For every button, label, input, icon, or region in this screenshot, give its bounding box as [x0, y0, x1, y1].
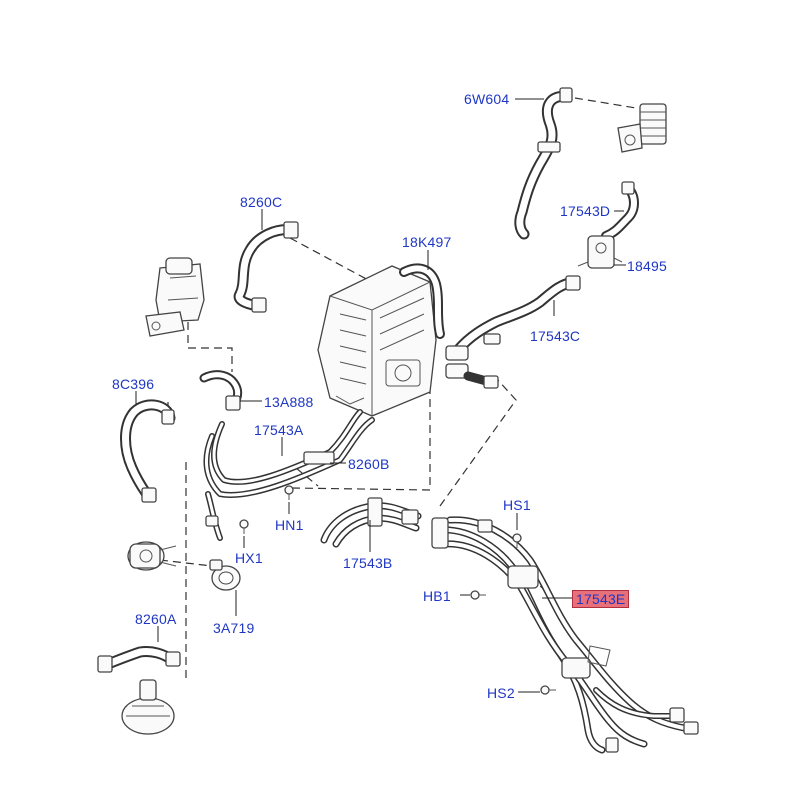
hose-13a888	[199, 370, 243, 411]
hose-17543d	[601, 181, 639, 241]
part-label-17543a: 17543A	[254, 422, 304, 438]
part-label-hb1: HB1	[423, 588, 451, 604]
valve-18495-icon	[577, 235, 623, 269]
part-label-8260a: 8260A	[135, 611, 177, 627]
part-label-hn1: HN1	[275, 517, 304, 533]
hvac-connector-icon	[445, 345, 499, 389]
part-label-8260b: 8260B	[348, 456, 390, 472]
part-label-8c396: 8C396	[112, 376, 155, 392]
part-label-hs2: HS2	[487, 685, 515, 701]
part-label-hs1: HS1	[503, 497, 531, 513]
leader-lines	[135, 98, 626, 693]
hose-8260a	[97, 646, 181, 673]
pipe-bundle-17543b	[320, 497, 422, 548]
hose-17543c	[452, 275, 581, 356]
fastener-hs1-icon	[512, 533, 522, 548]
part-label-18495: 18495	[627, 258, 667, 274]
part-label-13a888: 13A888	[264, 394, 314, 410]
part-label-17543c: 17543C	[530, 328, 581, 344]
hose-8260c	[233, 221, 299, 313]
oil-cooler-icon	[617, 103, 667, 153]
part-label-6w604: 6W604	[464, 91, 510, 107]
part-label-hx1: HX1	[235, 550, 263, 566]
coolant-reservoir-icon	[145, 257, 205, 337]
clamp-3a719-icon	[209, 559, 241, 591]
hose-8c396	[120, 399, 176, 503]
pipe-bundle-17543a	[203, 409, 375, 541]
fastener-hb1-icon	[470, 590, 486, 600]
hose-18k497	[399, 263, 445, 339]
pipe-bundle-17543e	[431, 516, 699, 754]
fastener-hs2-icon	[540, 685, 556, 695]
part-label-18k497: 18K497	[402, 234, 452, 250]
part-label-8260c: 8260C	[240, 194, 283, 210]
coolant-pump-icon	[127, 541, 177, 571]
fastener-hx1-icon	[239, 519, 249, 534]
fastener-hn1-icon	[284, 485, 294, 500]
part-label-17543d: 17543D	[560, 203, 611, 219]
hose-6w604	[514, 87, 573, 240]
part-label-3a719: 3A719	[213, 620, 255, 636]
heater-unit-icon	[121, 679, 175, 735]
part-label-17543b: 17543B	[343, 555, 393, 571]
hvac-unit-icon	[317, 265, 437, 417]
part-label-17543e-highlighted: 17543E	[572, 590, 630, 608]
